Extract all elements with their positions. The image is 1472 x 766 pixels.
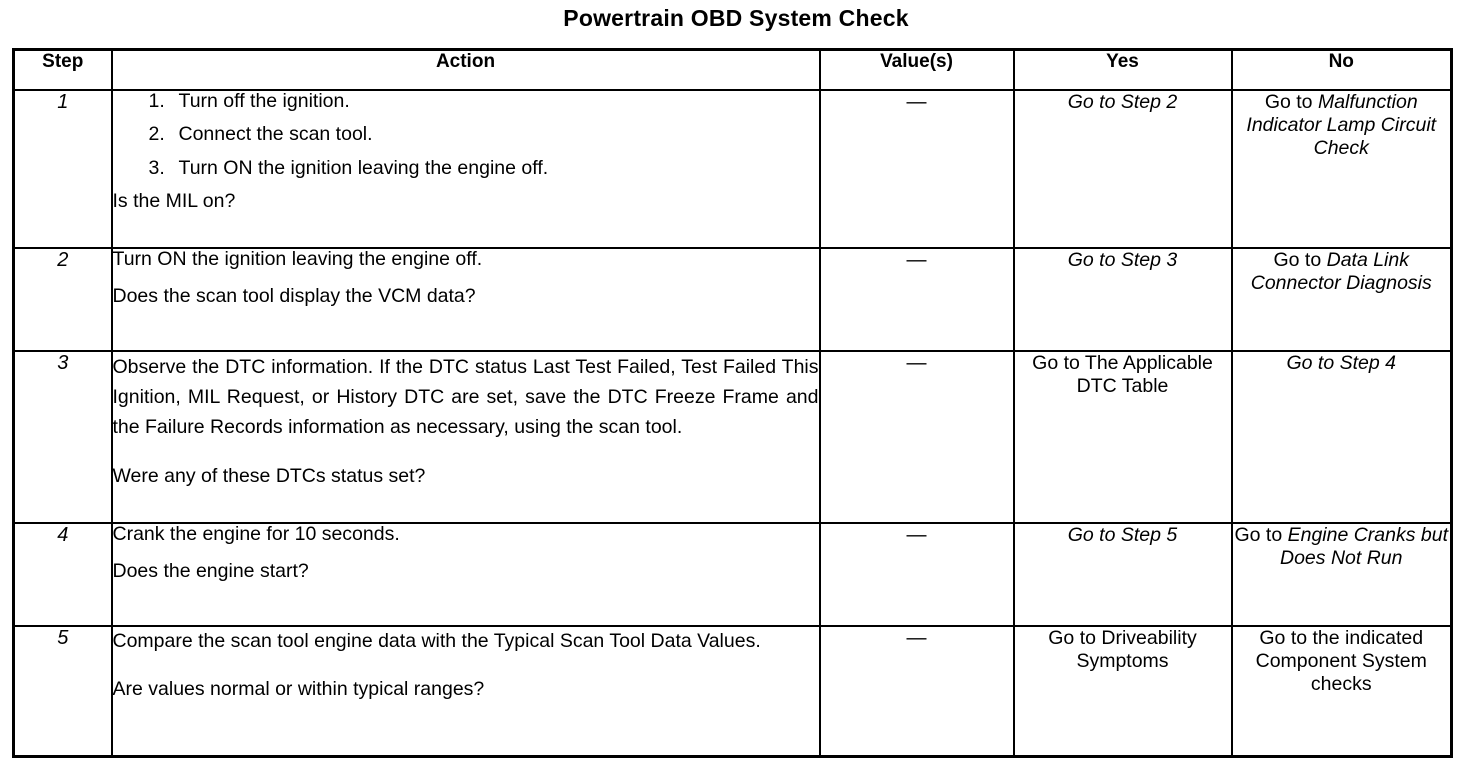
action-cell: Observe the DTC information. If the DTC … — [110, 350, 821, 524]
no-answer-cell: Go to Engine Cranks but Does Not Run — [1230, 522, 1453, 627]
value-cell: — — [818, 522, 1015, 627]
column-header-no: No — [1230, 48, 1453, 91]
action-cell: Compare the scan tool engine data with t… — [110, 625, 821, 757]
no-answer-prefix: Go to — [1273, 249, 1327, 271]
table-header: Step Action Value(s) Yes No — [12, 48, 1453, 91]
step-number: 3 — [12, 350, 113, 524]
column-header-action: Action — [110, 48, 821, 91]
value-cell: — — [818, 625, 1015, 757]
obd-check-table-container: Step Action Value(s) Yes No 1 1. Turn — [12, 48, 1453, 758]
yes-answer-cell: Go to Step 5 — [1012, 522, 1233, 627]
column-header-yes: Yes — [1012, 48, 1233, 91]
no-answer-prefix: Go to — [1264, 91, 1318, 113]
no-answer-reference: Engine Cranks but Does Not Run — [1280, 524, 1449, 569]
action-cell: Turn ON the ignition leaving the engine … — [110, 247, 821, 352]
yes-answer-cell: Go to Driveability Symptoms — [1012, 625, 1233, 757]
column-header-step: Step — [12, 48, 113, 91]
value-cell: — — [818, 89, 1015, 249]
table-row: 3 Observe the DTC information. If the DT… — [12, 350, 1453, 524]
action-cell: 1. Turn off the ignition. 2. Connect the… — [110, 89, 821, 249]
list-item: 2. Connect the scan tool. — [113, 123, 819, 146]
action-question: Is the MIL on? — [112, 190, 236, 213]
step-number: 1 — [12, 89, 113, 249]
action-question: Does the scan tool display the VCM data? — [112, 285, 476, 308]
list-item-text: Connect the scan tool. — [178, 123, 373, 146]
no-answer-reference: Malfunction Indicator Lamp Circuit Check — [1246, 91, 1437, 159]
yes-answer-text: Go to Step 3 — [1067, 249, 1178, 271]
no-answer-prefix: Go to — [1234, 524, 1288, 546]
yes-answer-text: Go to Step 2 — [1067, 91, 1178, 113]
column-header-value: Value(s) — [818, 48, 1015, 91]
no-answer-text: Go to Step 4 — [1286, 352, 1397, 374]
list-item-number: 2. — [148, 123, 165, 146]
table-header-row: Step Action Value(s) Yes No — [12, 48, 1453, 91]
list-item-text: Turn off the ignition. — [178, 90, 350, 112]
list-item: 1. Turn off the ignition. — [113, 90, 819, 112]
action-paragraph: Observe the DTC information. If the DTC … — [112, 356, 819, 439]
table-row: 2 Turn ON the ignition leaving the engin… — [12, 247, 1453, 352]
list-item-number: 1. — [148, 90, 165, 112]
no-answer-cell: Go to the indicated Component System che… — [1230, 625, 1453, 757]
action-line: Crank the engine for 10 seconds. — [112, 523, 400, 545]
list-item-text: Turn ON the ignition leaving the engine … — [178, 156, 549, 179]
yes-answer-text: Go to Step 5 — [1067, 524, 1178, 546]
numbered-instruction-list: 1. Turn off the ignition. 2. Connect the… — [113, 90, 819, 179]
no-answer-cell: Go to Malfunction Indicator Lamp Circuit… — [1230, 89, 1453, 249]
action-line: Turn ON the ignition leaving the engine … — [112, 248, 483, 270]
no-answer-cell: Go to Data Link Connector Diagnosis — [1230, 247, 1453, 352]
value-cell: — — [818, 247, 1015, 352]
value-cell: — — [818, 350, 1015, 524]
action-question: Were any of these DTCs status set? — [112, 464, 426, 487]
no-answer-reference: Data Link Connector Diagnosis — [1250, 249, 1432, 294]
powertrain-obd-system-check-table: Step Action Value(s) Yes No 1 1. Turn — [12, 48, 1453, 758]
no-answer-cell: Go to Step 4 — [1230, 350, 1453, 524]
table-row: 4 Crank the engine for 10 seconds. Does … — [12, 522, 1453, 627]
table-body: 1 1. Turn off the ignition. 2. Connect t… — [12, 89, 1453, 757]
list-item-number: 3. — [148, 156, 165, 179]
yes-answer-cell: Go to Step 2 — [1012, 89, 1233, 249]
yes-answer-cell: Go to Step 3 — [1012, 247, 1233, 352]
action-cell: Crank the engine for 10 seconds. Does th… — [110, 522, 821, 627]
list-item: 3. Turn ON the ignition leaving the engi… — [113, 156, 819, 179]
page-title: Powertrain OBD System Check — [563, 5, 909, 31]
step-number: 4 — [12, 522, 113, 627]
step-number: 2 — [12, 247, 113, 352]
table-row: 1 1. Turn off the ignition. 2. Connect t… — [12, 89, 1453, 249]
yes-answer-cell: Go to The Applicable DTC Table — [1012, 350, 1233, 524]
action-question: Are values normal or within typical rang… — [112, 678, 485, 701]
action-paragraph: Compare the scan tool engine data with t… — [112, 630, 761, 652]
step-number: 5 — [12, 625, 113, 757]
table-row: 5 Compare the scan tool engine data with… — [12, 625, 1453, 757]
action-question: Does the engine start? — [112, 560, 309, 583]
